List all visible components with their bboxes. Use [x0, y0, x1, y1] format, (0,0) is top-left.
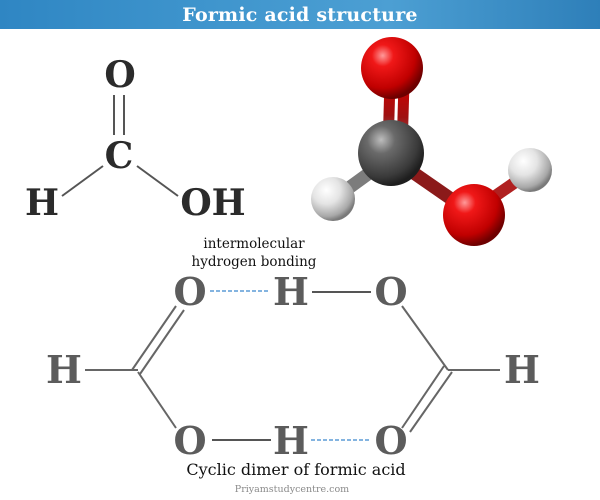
dimer-hydrogen-bottom: H — [273, 418, 309, 463]
cyclic-dimer: intermolecular hydrogen bonding O H O H … — [46, 236, 540, 479]
bond-o-c-right — [401, 305, 449, 371]
atom-hydrogen: H — [25, 182, 59, 224]
dimer-hydrogen-left: H — [46, 347, 82, 392]
site-credit: Priyamstudycentre.com — [235, 484, 349, 495]
ball-and-stick-model — [311, 37, 552, 246]
hydrogen-ball-left — [311, 177, 355, 221]
double-bond-right-b — [409, 371, 453, 433]
atom-carbon: C — [105, 135, 134, 177]
structural-formula: O C H OH — [25, 54, 246, 224]
dimer-oxygen-bottom-left: O — [173, 418, 206, 463]
hydrogen-ball-right — [508, 148, 552, 192]
dimer-hydrogen-right: H — [504, 347, 540, 392]
dimer-oxygen-bottom-right: O — [374, 418, 407, 463]
page-title: Formic acid structure — [182, 3, 418, 26]
carbon-ball — [358, 120, 424, 186]
hbond-label-line1: intermolecular — [203, 236, 305, 252]
bond-c-oh — [136, 165, 179, 197]
oxygen-ball-bottom — [443, 184, 505, 246]
atom-oxygen-double: O — [104, 54, 135, 96]
double-bond-right-a — [401, 365, 445, 429]
hbond-label-line2: hydrogen bonding — [192, 254, 317, 270]
oxygen-ball-top — [361, 37, 423, 99]
dimer-caption: Cyclic dimer of formic acid — [186, 460, 405, 479]
dimer-oxygen-top-left: O — [173, 269, 206, 314]
double-bond-left-a — [131, 305, 177, 371]
double-bond-left-b — [139, 309, 185, 375]
bond-c-h — [61, 165, 104, 197]
dimer-hydrogen-top: H — [273, 269, 309, 314]
title-banner: Formic acid structure — [0, 0, 600, 29]
atom-hydroxyl: OH — [180, 182, 245, 224]
bond-c-o-left — [137, 371, 177, 429]
